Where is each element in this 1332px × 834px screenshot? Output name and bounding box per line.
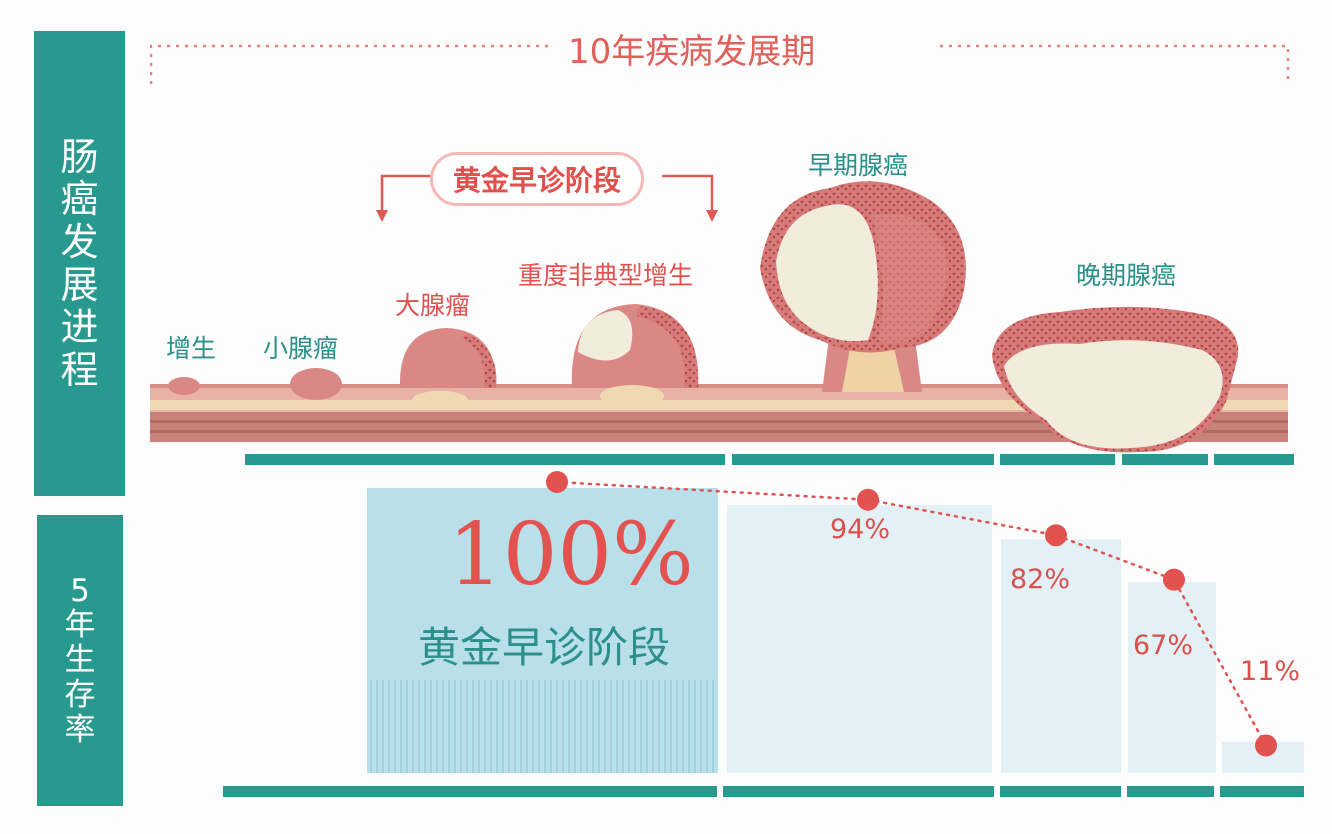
highlight-value: 100%	[448, 505, 694, 605]
survival-bar-stage-4	[1128, 582, 1216, 773]
survival-label-stage-4: 67%	[1133, 630, 1194, 661]
survival-panel-char: 生	[64, 642, 96, 679]
survival-label-early-adenocarcinoma: 94%	[830, 514, 891, 545]
survival-point	[857, 488, 879, 511]
stage-label-early-adenocarcinoma: 早期腺癌	[808, 151, 909, 180]
survival-label-stage-3: 82%	[1010, 564, 1071, 595]
stage-label-small-adenoma: 小腺瘤	[263, 334, 339, 363]
stage-divider	[1122, 454, 1208, 465]
survival-point	[1255, 734, 1277, 757]
survival-divider	[723, 786, 994, 797]
stage-label-large-adenoma: 大腺瘤	[395, 291, 471, 320]
progress-panel: 肠 癌 发 展 进 程	[34, 31, 125, 496]
survival-point	[1163, 568, 1185, 591]
progress-panel-char: 发	[60, 219, 99, 264]
progress-panel-char: 程	[60, 347, 99, 392]
stage-label-hyperplasia: 增生	[166, 334, 217, 363]
progress-panel-char: 进	[60, 305, 99, 350]
survival-point	[1045, 524, 1067, 547]
stage-divider	[245, 454, 725, 465]
intestine-illustration	[150, 174, 1288, 453]
survival-label-late-adenocarcinoma: 11%	[1240, 656, 1301, 687]
survival-bar-stage-3	[1001, 539, 1121, 773]
survival-divider	[1000, 786, 1121, 797]
survival-point	[546, 471, 568, 493]
stage-label-late-adenocarcinoma: 晚期腺癌	[1076, 261, 1177, 290]
highlight-caption: 黄金早诊阶段	[418, 623, 671, 672]
stage-divider	[732, 454, 994, 465]
progress-panel-char: 癌	[60, 177, 99, 222]
survival-divider	[1220, 786, 1304, 797]
stage-divider	[1214, 454, 1294, 465]
progress-panel-char: 肠	[60, 134, 99, 179]
survival-divider	[1127, 786, 1214, 797]
progress-panel-char: 展	[60, 262, 99, 307]
survival-panel-char: 存	[64, 676, 96, 713]
header-dotted-line	[150, 44, 1290, 86]
golden-window-badge: 黄金早诊阶段	[430, 152, 645, 206]
survival-bar-early-adenocarcinoma	[727, 505, 992, 773]
stage-label-severe-dysplasia: 重度非典型增生	[518, 261, 694, 290]
highlight-bar-stripes	[370, 680, 714, 773]
page-title: 10年疾病发展期	[568, 32, 816, 72]
survival-panel-char: 率	[64, 711, 96, 748]
survival-divider	[223, 786, 717, 797]
survival-panel-char: 年	[64, 607, 96, 644]
survival-panel-char: 5	[70, 572, 90, 609]
survival-panel: 5 年 生 存 率	[37, 515, 123, 806]
stage-divider	[1000, 454, 1115, 465]
